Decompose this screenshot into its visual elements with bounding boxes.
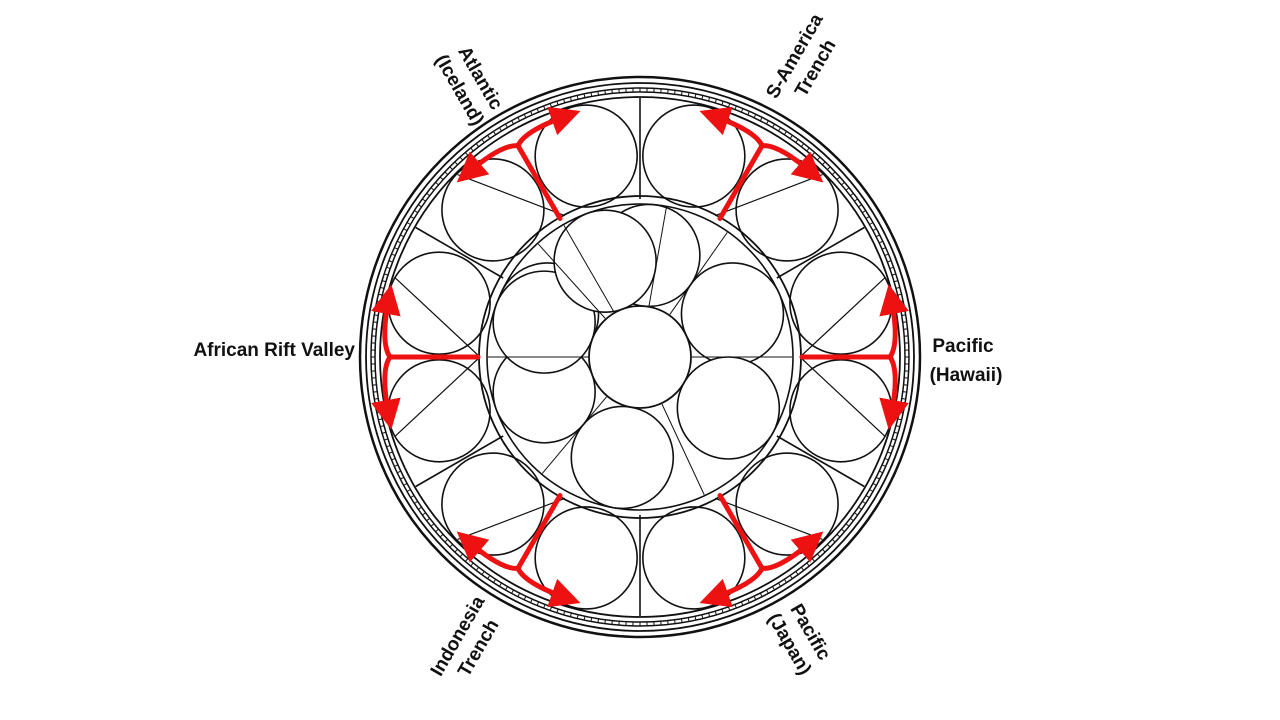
inner-spoke — [661, 403, 705, 495]
convection-cell — [735, 158, 839, 262]
arrow-branch — [879, 284, 909, 359]
arrow-branch — [699, 106, 765, 147]
convection-cell — [387, 251, 491, 355]
arrow-branch — [761, 143, 824, 183]
arrow-stem — [515, 493, 563, 571]
separator-line — [776, 435, 865, 488]
inner-spoke — [563, 225, 615, 313]
crust-inner-ring — [379, 96, 901, 618]
arrow-pacific-hawaii — [799, 284, 909, 430]
arrow-african-rift — [371, 284, 481, 430]
arrow-s-america — [699, 106, 824, 221]
label-pacific-japan: Pacific (Japan) — [763, 600, 834, 678]
inner-spoke — [648, 207, 667, 306]
arrow-branch — [699, 567, 765, 608]
spoke-line — [394, 356, 481, 438]
label-african-line1: African Rift Valley — [193, 340, 355, 361]
arrow-branch — [515, 567, 581, 608]
crust-ring-2 — [365, 82, 915, 632]
arrow-stem — [515, 143, 563, 221]
separator-line — [415, 435, 504, 488]
arrow-stem — [717, 143, 765, 221]
inner-convection-cells — [488, 203, 792, 510]
convection-cell — [789, 359, 893, 463]
arrow-branch — [761, 531, 824, 571]
separator-line — [776, 226, 865, 279]
inner-cell — [570, 405, 675, 510]
arrow-branch — [371, 355, 401, 430]
arrow-branch — [456, 531, 519, 571]
label-s-america: S-America Trench — [762, 10, 840, 102]
label-pacific-hawaii-line1: Pacific — [932, 336, 994, 357]
label-pacific-hawaii: Pacific (Hawaii) — [930, 336, 1003, 386]
inner-spoke — [541, 396, 607, 474]
label-indonesia-trench: Indonesia Trench — [427, 592, 504, 680]
crust-outer-ring — [358, 75, 922, 639]
outer-convection-cells — [387, 104, 893, 610]
inner-spoke — [537, 243, 606, 319]
separator-line — [415, 226, 504, 279]
inner-core — [588, 305, 692, 409]
inner-cell — [676, 356, 781, 460]
convection-cell — [735, 452, 839, 556]
spoke-line — [799, 276, 886, 358]
inner-cell — [680, 262, 785, 366]
convection-cell — [789, 251, 893, 355]
inner-spoke — [669, 232, 728, 315]
convection-cell — [441, 158, 545, 262]
spoke-line — [394, 276, 481, 358]
label-pacific-hawaii-line2: (Hawaii) — [930, 365, 1003, 386]
arrow-atlantic — [456, 106, 581, 221]
convection-cell — [387, 359, 491, 463]
convection-cell — [441, 452, 545, 556]
arrow-branch — [879, 355, 909, 430]
arrow-branch — [515, 106, 581, 147]
arrow-branch — [371, 284, 401, 359]
arrow-branch — [456, 143, 519, 183]
outer-core-boundary-2 — [486, 203, 794, 511]
spoke-line — [799, 356, 886, 438]
arrow-pacific-japan — [699, 493, 824, 608]
arrow-stem — [717, 493, 765, 571]
label-african-rift-valley: African Rift Valley — [193, 340, 355, 361]
arrow-indonesia — [456, 493, 581, 608]
